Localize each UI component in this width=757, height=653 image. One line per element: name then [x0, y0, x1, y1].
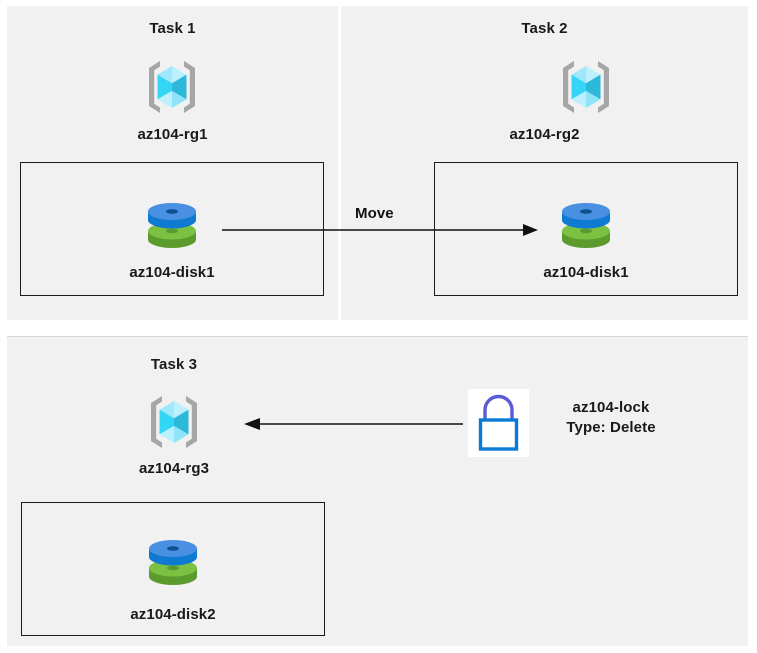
panel-task-3 — [7, 336, 748, 646]
move-edge-label: Move — [355, 205, 394, 222]
panel-task-1 — [7, 6, 338, 320]
lock-type: Type: Delete — [566, 419, 656, 436]
task-2-title: Task 2 — [521, 20, 568, 37]
task-2-resource-label: az104-disk1 — [543, 264, 629, 281]
task-2-resource-group-label: az104-rg2 — [509, 126, 580, 143]
task-2-managed-disk-icon — [558, 198, 614, 254]
task-1-resource-group-icon — [140, 55, 204, 119]
task-3-title: Task 3 — [150, 356, 198, 373]
task-2-resource-box — [434, 162, 738, 296]
lock-label: az104-lock Type: Delete — [536, 398, 686, 438]
task-2-resource-group-icon — [554, 55, 618, 119]
task-3-resource-group-icon — [142, 390, 206, 454]
panel-task-2 — [341, 6, 748, 320]
lock-icon-tile — [468, 389, 529, 457]
lock-name: az104-lock — [572, 399, 650, 416]
task-1-resource-label: az104-disk1 — [129, 264, 215, 281]
task-3-resource-label: az104-disk2 — [130, 606, 216, 623]
task-1-resource-group-label: az104-rg1 — [137, 126, 208, 143]
task-1-managed-disk-icon — [144, 198, 200, 254]
task-3-managed-disk-icon — [145, 535, 201, 591]
task-1-title: Task 1 — [149, 20, 196, 37]
task-3-resource-group-label: az104-rg3 — [138, 460, 210, 477]
task-1-resource-box — [20, 162, 324, 296]
task-3-resource-box — [21, 502, 325, 636]
